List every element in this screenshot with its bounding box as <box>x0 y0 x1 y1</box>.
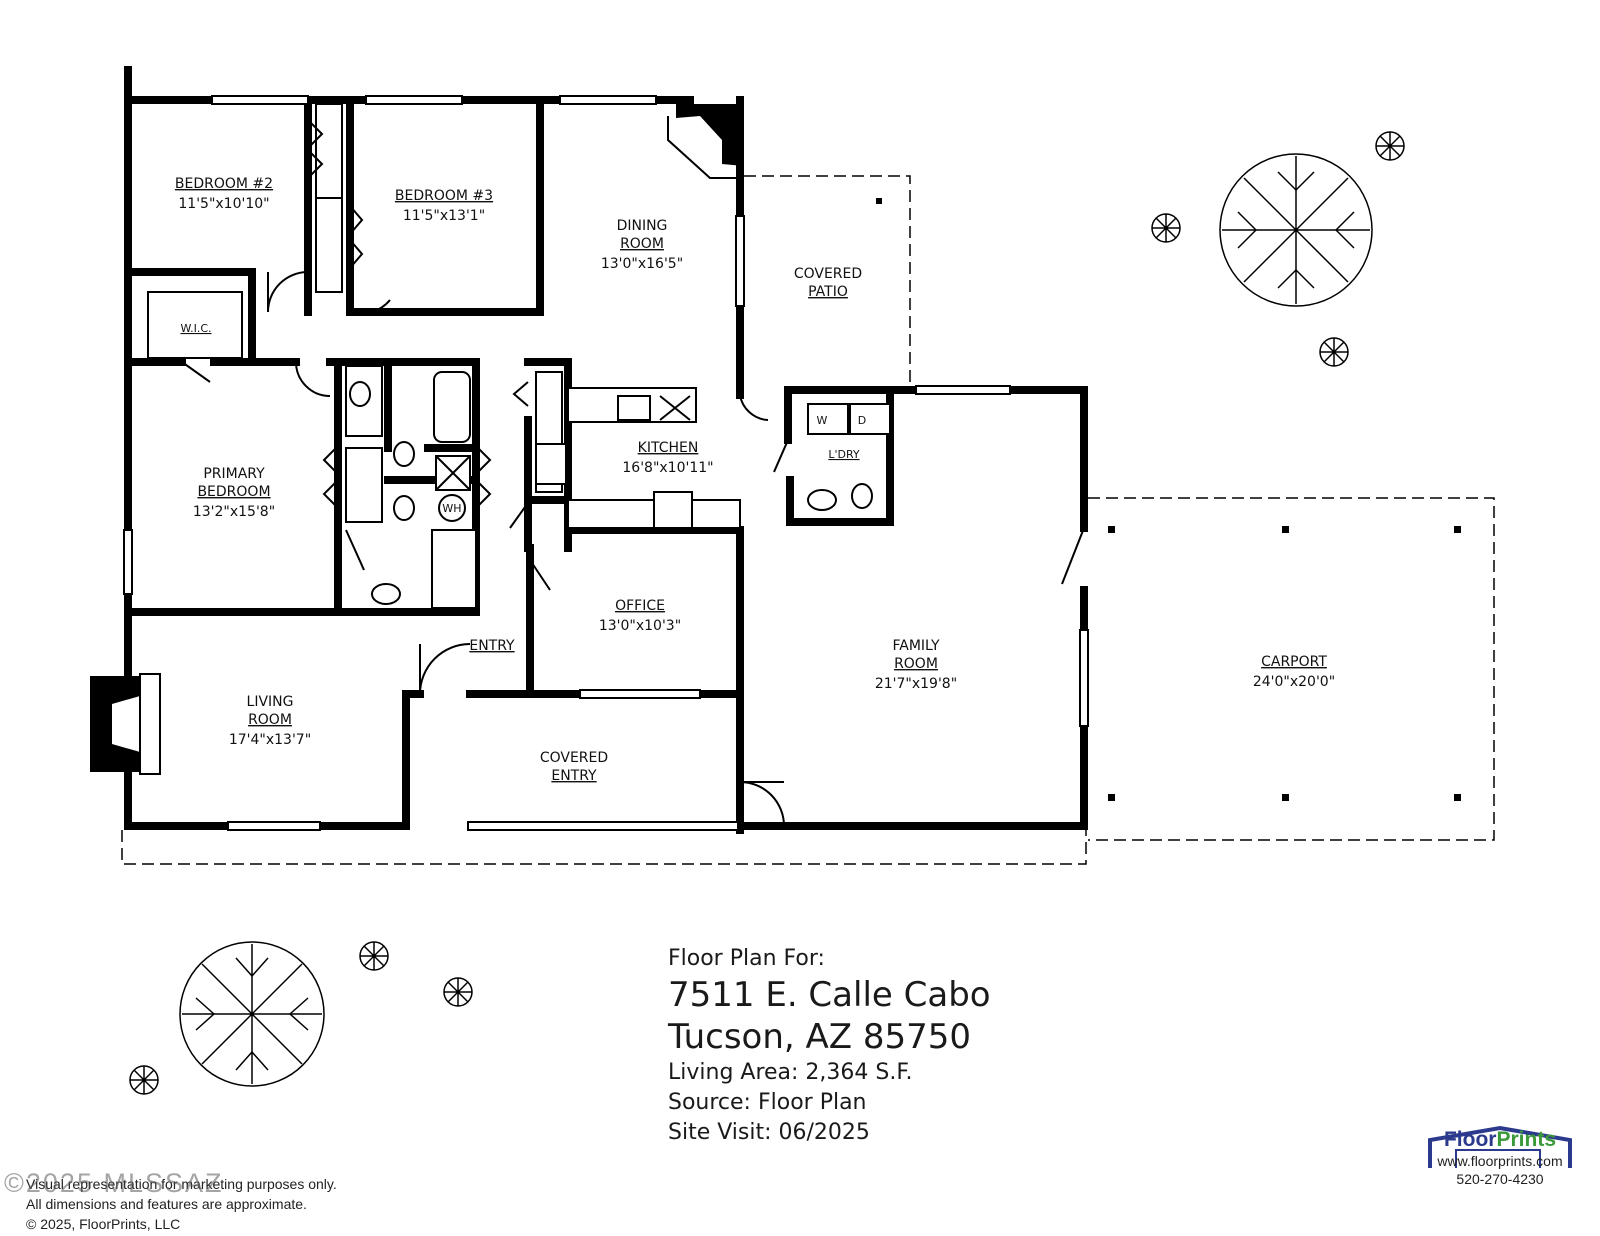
toilet-icon <box>393 495 415 521</box>
fireplace-icon <box>90 673 161 775</box>
toilet-icon <box>851 483 873 509</box>
laundry-machines <box>807 403 891 435</box>
brand-name: FloorPrints <box>1443 1128 1556 1151</box>
office-name: OFFICE <box>615 598 665 614</box>
water-heater-label: WH <box>442 502 461 515</box>
brand-block: FloorPrints www.floorprints.com 520-270-… <box>1410 1128 1590 1188</box>
sink-icon <box>349 381 371 407</box>
covered-entry-name-1: COVERED <box>540 750 608 766</box>
kitchen-dim: 16'8"x10'11" <box>622 460 713 476</box>
doors <box>181 119 1085 827</box>
living-dim: 17'4"x13'7" <box>229 732 311 748</box>
windows <box>123 95 1089 831</box>
bathtub-icon <box>433 371 471 443</box>
watermark: ©2025 MLSSAZ <box>4 1168 224 1198</box>
bedroom2-dim: 11'5"x10'10" <box>178 196 269 212</box>
primary-name-2: BEDROOM <box>197 484 270 500</box>
living-name-2: ROOM <box>248 712 292 728</box>
primary-name-1: PRIMARY <box>203 466 265 482</box>
info-heading: Floor Plan For: <box>668 946 825 971</box>
office-dim: 13'0"x10'3" <box>599 618 681 634</box>
primary-dim: 13'2"x15'8" <box>193 504 275 520</box>
disclaimer-line-1: Visual representation for marketing purp… <box>26 1176 337 1192</box>
disclaimer-line-2: All dimensions and features are approxim… <box>26 1196 307 1212</box>
site-visit: Site Visit: 06/2025 <box>668 1120 870 1145</box>
covered-patio-name-2: PATIO <box>808 284 848 300</box>
dishwasher-icon <box>653 491 693 529</box>
dining-name-2: ROOM <box>620 236 664 252</box>
shrub-icons <box>129 131 1405 1095</box>
stove-icon <box>535 443 567 485</box>
brand-url: www.floorprints.com <box>1437 1153 1563 1169</box>
tree-icon <box>1219 153 1373 307</box>
address-line-1: 7511 E. Calle Cabo <box>668 975 991 1015</box>
dryer-label: D <box>858 414 866 427</box>
sink-icon <box>807 489 837 511</box>
family-name-1: FAMILY <box>892 638 939 654</box>
bath-fixtures <box>349 371 873 609</box>
dining-dim: 13'0"x16'5" <box>601 256 683 272</box>
source: Source: Floor Plan <box>668 1090 867 1115</box>
washer-label: W <box>817 414 828 427</box>
info-block: Floor Plan For: 7511 E. Calle Cabo Tucso… <box>668 944 991 1148</box>
living-area: Living Area: 2,364 S.F. <box>668 1060 913 1085</box>
carport-posts <box>876 198 1461 801</box>
shower-icon <box>431 529 477 609</box>
entry-name: ENTRY <box>469 638 515 654</box>
dining-name-1: DINING <box>617 218 668 234</box>
bedroom3-dim: 11'5"x13'1" <box>403 208 485 224</box>
carport-dim: 24'0"x20'0" <box>1253 674 1335 690</box>
kitchen-name: KITCHEN <box>638 440 699 456</box>
brand-phone: 520-270-4230 <box>1456 1171 1544 1187</box>
sink-icon <box>371 583 401 605</box>
address-line-2: Tucson, AZ 85750 <box>668 1017 972 1057</box>
closets <box>147 103 563 523</box>
laundry-name: L'DRY <box>828 448 860 461</box>
sink-icon <box>617 395 651 421</box>
floorprints-logo-icon <box>1428 1125 1572 1168</box>
toilet-icon <box>393 441 415 467</box>
wic-name: W.I.C. <box>180 322 211 335</box>
washer-icon <box>807 403 849 435</box>
kitchen-counters <box>535 387 741 529</box>
covered-entry-name-2: ENTRY <box>551 768 597 784</box>
dashed-outlines <box>121 175 1495 865</box>
water-heater-icon <box>438 494 466 522</box>
covered-patio-name-1: COVERED <box>794 266 862 282</box>
bedroom3-name: BEDROOM #3 <box>395 188 493 204</box>
tree-icon <box>179 941 325 1087</box>
fireplace-icon <box>667 104 744 179</box>
carport-name: CARPORT <box>1261 654 1327 670</box>
disclaimer-line-3: © 2025, FloorPrints, LLC <box>26 1216 181 1232</box>
family-name-2: ROOM <box>894 656 938 672</box>
room-labels: BEDROOM #2 11'5"x10'10" BEDROOM #3 11'5"… <box>175 176 1335 784</box>
dryer-icon <box>849 403 891 435</box>
living-name-1: LIVING <box>247 694 294 710</box>
family-dim: 21'7"x19'8" <box>875 676 957 692</box>
bedroom2-name: BEDROOM #2 <box>175 176 273 192</box>
disclaimer: Visual representation for marketing purp… <box>26 1174 337 1234</box>
